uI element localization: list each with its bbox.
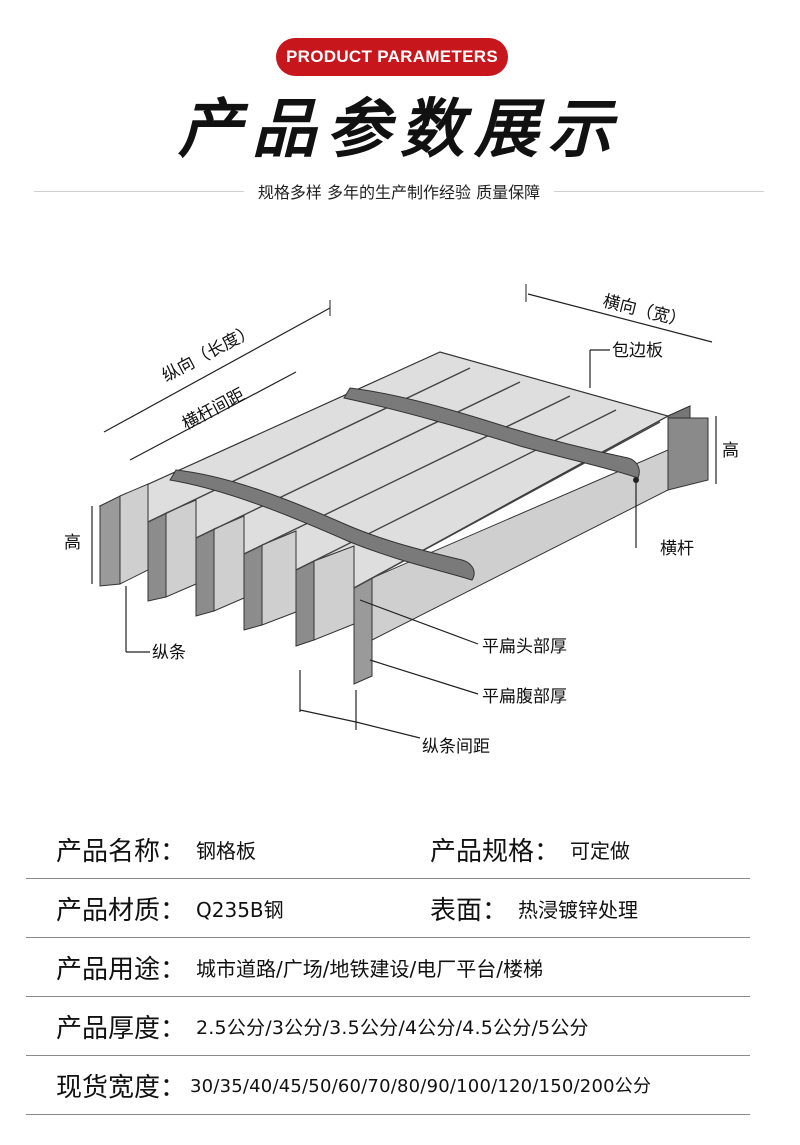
slot-line	[295, 409, 617, 571]
param-key: 产品规格：	[430, 836, 561, 867]
label-bearing-bar: 纵条	[152, 643, 186, 663]
param-cell: 产品规格： 可定做	[430, 831, 630, 868]
slot-line	[195, 381, 521, 539]
param-cell: 产品名称： 钢格板	[26, 831, 256, 868]
param-key: 产品材质：	[56, 895, 187, 926]
steel-grating-diagram: 纵向（长度） 横杆间距 横向（宽） 包边板 高 高 横杆 纵条 平扁头部厚 平扁…	[64, 284, 739, 757]
label-crossbar-spacing: 横杆间距	[179, 385, 248, 435]
bearing-bar-faces	[119, 449, 669, 641]
product-parameters-badge: PRODUCT PARAMETERS	[276, 38, 508, 76]
divider-left	[34, 190, 244, 192]
bearing-bar-front	[195, 528, 215, 617]
right-end-block	[667, 417, 709, 491]
label-edge-plate: 包边板	[612, 341, 663, 361]
bearing-bar-face	[119, 483, 149, 585]
subtitle-row: 规格多样 多年的生产制作经验 质量保障	[34, 178, 764, 204]
param-key: 表面：	[430, 895, 509, 926]
label-height-left: 高	[64, 533, 81, 553]
crossbar-back	[343, 387, 640, 479]
param-key: 现货宽度：	[56, 1072, 187, 1103]
bearing-bars	[99, 495, 373, 685]
slot-line	[243, 395, 571, 555]
bearing-bar-front	[353, 577, 373, 685]
label-flat-belly-thickness: 平扁腹部厚	[482, 687, 567, 707]
label-flat-head-thickness: 平扁头部厚	[482, 637, 567, 657]
param-value: Q235B钢	[196, 897, 284, 922]
dim-spacing	[299, 709, 357, 723]
param-value: 2.5公分/3公分/3.5公分/4公分/4.5公分/5公分	[196, 1016, 589, 1039]
param-key: 产品厚度：	[56, 1013, 187, 1044]
param-cell: 产品材质： Q235B钢	[26, 890, 284, 927]
leader-flat-head	[359, 599, 479, 645]
label-bearing-bar-spacing: 纵条间距	[422, 737, 490, 757]
param-value: 城市道路/广场/地铁建设/电厂平台/楼梯	[196, 956, 543, 981]
page-title: 产品参数展示	[178, 93, 622, 167]
bearing-bar-face	[165, 499, 197, 598]
divider-right	[554, 190, 764, 192]
crossbar-front	[169, 469, 475, 581]
dim-transverse	[527, 293, 713, 343]
leader-spacing	[355, 721, 421, 739]
bearing-bar-face	[261, 530, 297, 626]
subtitle: 规格多样 多年的生产制作经验 质量保障	[257, 183, 541, 202]
label-longitudinal: 纵向（长度）	[159, 321, 258, 387]
param-value: 可定做	[570, 838, 631, 863]
param-value: 钢格板	[196, 838, 257, 863]
param-value: 热浸镀锌处理	[518, 897, 639, 922]
dim-crossbar-spacing	[129, 371, 297, 461]
label-crossbar: 横杆	[660, 539, 694, 559]
bearing-bar-face	[213, 515, 245, 612]
leader-flat-belly	[369, 659, 479, 695]
bearing-bar-front	[99, 495, 121, 587]
label-height-right: 高	[722, 441, 739, 461]
param-key: 产品名称：	[56, 836, 187, 867]
bearing-bar-front	[147, 512, 167, 602]
param-value: 30/35/40/45/50/60/70/80/90/100/120/150/2…	[190, 1076, 652, 1097]
parameters-table: 产品名称： 钢格板 产品规格： 可定做 产品材质： Q235B钢 表面： 热浸镀…	[26, 820, 750, 1115]
bearing-bar-front	[243, 544, 263, 631]
param-row: 现货宽度： 30/35/40/45/50/60/70/80/90/100/120…	[26, 1056, 750, 1115]
param-row: 产品厚度： 2.5公分/3公分/3.5公分/4公分/4.5公分/5公分	[26, 997, 750, 1056]
param-row: 产品材质： Q235B钢 表面： 热浸镀锌处理	[26, 879, 750, 938]
param-row: 产品名称： 钢格板 产品规格： 可定做	[26, 820, 750, 879]
bearing-bar-face	[313, 545, 355, 641]
leader-crossbar-dot	[633, 477, 639, 483]
bearing-bar-front	[295, 560, 315, 647]
bearing-bar-face	[371, 449, 669, 641]
param-cell: 表面： 热浸镀锌处理	[430, 890, 638, 927]
param-row: 产品用途： 城市道路/广场/地铁建设/电厂平台/楼梯	[26, 938, 750, 997]
dim-longitudinal	[103, 307, 331, 433]
label-transverse: 横向（宽）	[601, 291, 688, 331]
param-key: 产品用途：	[56, 954, 187, 985]
slot-line	[147, 367, 471, 523]
